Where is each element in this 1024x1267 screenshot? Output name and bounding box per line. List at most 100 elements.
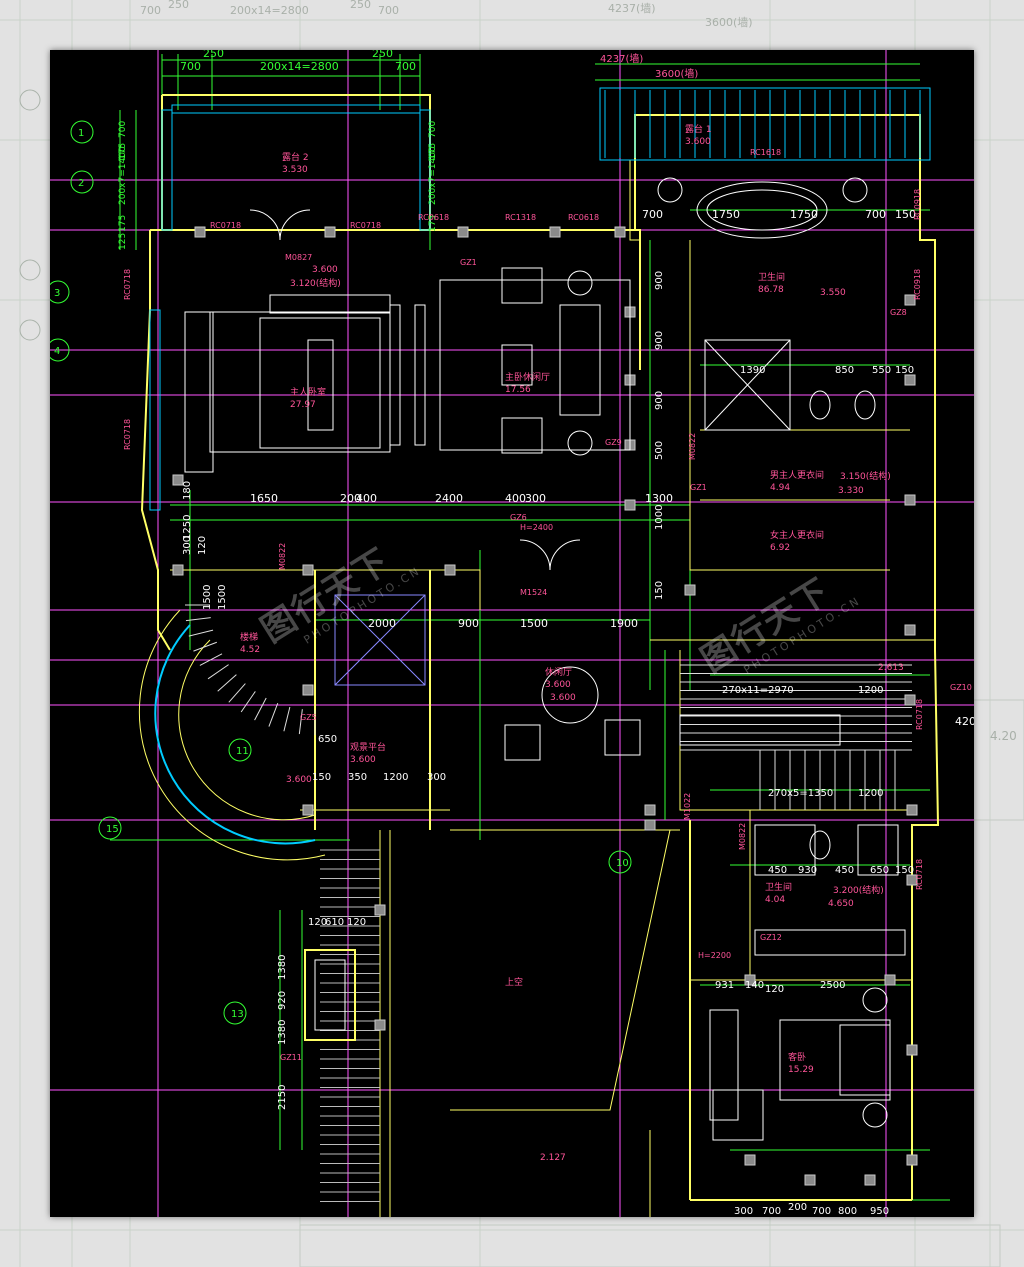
- room-area: 27.97: [290, 400, 316, 410]
- tag-label: RC0618: [418, 213, 449, 222]
- wall-east-step: [629, 160, 640, 241]
- axis-bubble-label: 2: [78, 178, 84, 189]
- bg-frame: [299, 1224, 1001, 1267]
- column: [884, 974, 896, 986]
- tag-label: RC1618: [750, 148, 781, 157]
- room-name: 露台 2: [282, 151, 309, 163]
- level-mark: 3.600: [312, 265, 338, 275]
- dimension-text: 400: [356, 492, 377, 505]
- door-swing: [279, 209, 311, 241]
- level-mark: 3.150(结构): [840, 470, 891, 482]
- curved-stair-edge: [138, 609, 326, 861]
- column: [644, 819, 656, 831]
- toilet: [854, 390, 876, 420]
- tag-label: M0822: [278, 543, 287, 570]
- bed-mattress: [839, 1024, 891, 1096]
- dimension-text: 120: [197, 536, 208, 555]
- dimension-text: 1200: [383, 772, 408, 783]
- level-mark: 4.650: [828, 899, 854, 909]
- stair-tread: [185, 617, 211, 622]
- dimension-text: 700: [180, 60, 201, 73]
- tag-label: M0827: [285, 253, 312, 262]
- column: [624, 499, 636, 511]
- level-mark: 2.613: [878, 663, 904, 673]
- dimension-text: 500: [654, 441, 665, 460]
- tag-label: RC0718: [915, 699, 924, 730]
- sofa: [559, 304, 601, 416]
- dimension-text: 650: [318, 734, 337, 745]
- stair-tread: [228, 683, 246, 703]
- lounge-rug: [439, 279, 631, 451]
- stair-tread: [217, 674, 237, 692]
- axis-bubble-label: 11: [236, 746, 249, 757]
- wardrobe: [754, 929, 906, 956]
- tag-label: H=2200: [698, 951, 731, 960]
- column: [744, 1154, 756, 1166]
- bg-dim-text: 700: [378, 4, 399, 17]
- tag-label: RC1318: [505, 213, 536, 222]
- dimension-text: 140: [745, 980, 764, 991]
- shower-tray: [857, 824, 899, 876]
- dimension-text: 920: [277, 991, 288, 1010]
- elevator-shaft: [334, 594, 426, 686]
- dimension-text: 900: [654, 391, 665, 410]
- tag-label: GZ1: [690, 483, 707, 492]
- column: [172, 564, 184, 576]
- stair-landing: [679, 714, 841, 746]
- tag-label: RC0918: [913, 269, 922, 300]
- dimension-text: 450: [835, 865, 854, 876]
- axis-bubble: [50, 338, 70, 362]
- dimension-text: 450: [768, 865, 787, 876]
- window-terrace2-west: [161, 109, 173, 231]
- armchair: [501, 417, 543, 454]
- dimension-text: 1650: [250, 492, 278, 505]
- column: [302, 564, 314, 576]
- dimension-text: 700: [642, 208, 663, 221]
- dimension-text: 175: [118, 143, 128, 160]
- column: [684, 584, 696, 596]
- dimension-text: 900: [458, 617, 479, 630]
- level-mark: 3.330: [838, 486, 864, 496]
- room-name: 卫生间: [758, 271, 785, 283]
- wall-bath-west-upper: [689, 240, 710, 571]
- dimension-text: 900: [654, 331, 665, 350]
- column: [457, 226, 469, 238]
- dimension-text: 175: [118, 215, 128, 232]
- dimension-text: 1000: [654, 505, 665, 530]
- toilet: [809, 390, 831, 420]
- dimension-text: 1500: [520, 617, 548, 630]
- dimension-text: 200x7=1400: [428, 146, 438, 205]
- axis-bubble-label: 13: [231, 1009, 244, 1020]
- tag-label: RC0718: [210, 221, 241, 230]
- dimension-text: 700: [865, 208, 886, 221]
- room-name: 露台 1: [685, 123, 712, 135]
- room-name: 卫生间: [765, 881, 792, 893]
- bg-axis-bubble: [19, 89, 41, 111]
- room-area: 4.94: [770, 483, 790, 493]
- bg-dim-text: 700: [140, 4, 161, 17]
- dimension-text: 270x11=2970: [722, 685, 794, 696]
- stair-tread: [207, 664, 229, 680]
- dimension-text: 1500: [202, 585, 213, 610]
- column: [904, 494, 916, 506]
- tag-label: M1022: [683, 793, 692, 820]
- bathtub: [696, 181, 828, 239]
- window-terrace2-east: [419, 109, 431, 231]
- axis-bubble-label: 15: [106, 824, 119, 835]
- dimension-text: 150: [312, 772, 331, 783]
- tag-label: RC0618: [568, 213, 599, 222]
- tag-label: GZ11: [280, 1053, 302, 1062]
- bg-axis-bubble: [19, 259, 41, 281]
- dimension-text: 1300: [645, 492, 673, 505]
- dimension-text: 1750: [790, 208, 818, 221]
- room-area: 3.600: [545, 680, 571, 690]
- wall-hall-north: [170, 569, 481, 610]
- column: [906, 1154, 918, 1166]
- wall-west: [140, 230, 171, 651]
- bed-mattress: [259, 317, 381, 449]
- side-table: [862, 987, 888, 1013]
- tag-label: GZ12: [760, 933, 782, 942]
- curved-stair-outer: [154, 624, 316, 845]
